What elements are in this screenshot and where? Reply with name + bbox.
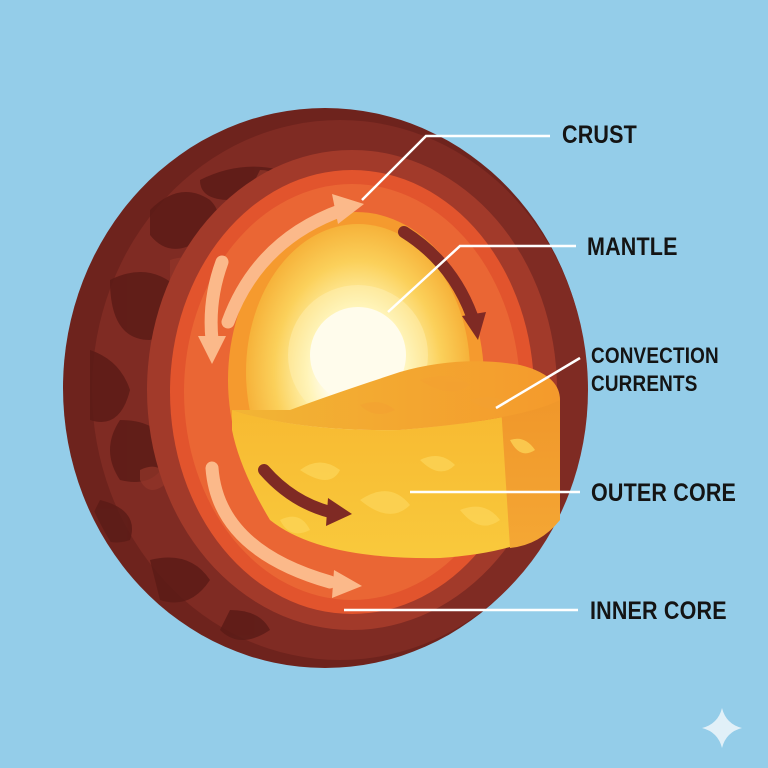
label-convection-line2: CURRENTS <box>591 371 698 396</box>
sparkle-icon <box>702 708 742 748</box>
label-convection-currents: CONVECTION CURRENTS <box>591 342 719 398</box>
arrow-head-dark-lower <box>326 498 352 526</box>
label-inner-core: INNER CORE <box>590 597 727 625</box>
arrow-head-left <box>198 336 226 364</box>
slice-top-texture <box>360 376 510 414</box>
label-mantle: MANTLE <box>587 233 678 261</box>
cutaway-slice <box>232 361 560 559</box>
continent-texture <box>90 166 280 640</box>
leader-lines <box>344 134 581 612</box>
leader-line-mantle <box>387 244 576 313</box>
arrow-head-lower <box>332 570 362 598</box>
label-outer-core: OUTER CORE <box>591 479 737 507</box>
leader-line-convection <box>495 356 581 410</box>
label-crust: CRUST <box>562 121 637 149</box>
convection-arrows <box>198 194 486 598</box>
arrow-head-dark-upper <box>462 312 486 340</box>
slice-texture <box>280 438 535 534</box>
arrow-head-upper <box>332 194 364 224</box>
leader-line-crust <box>361 134 550 201</box>
label-convection-line1: CONVECTION <box>591 343 719 368</box>
